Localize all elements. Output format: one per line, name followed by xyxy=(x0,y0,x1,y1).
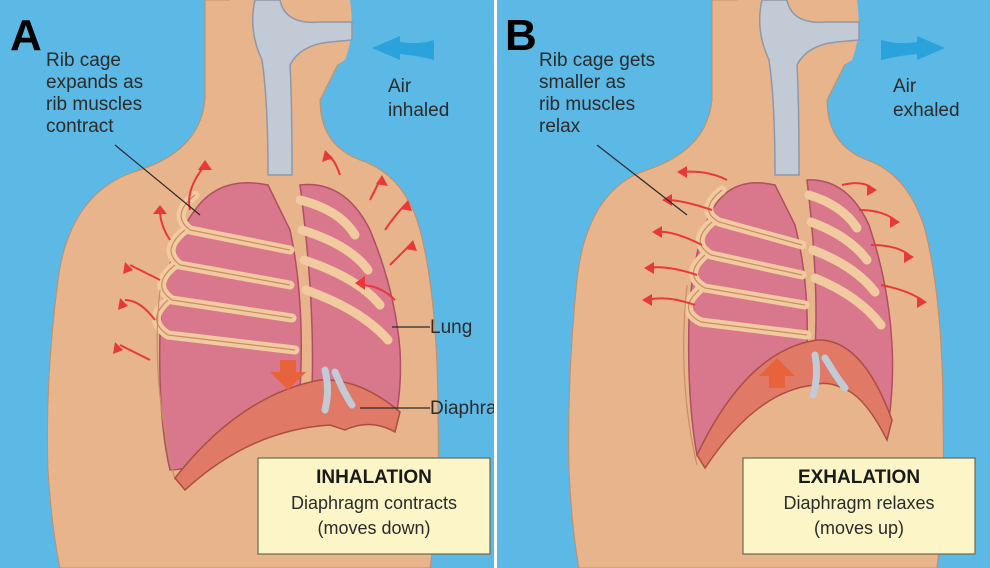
lung-label: Lung xyxy=(430,317,472,338)
air-label: Air xyxy=(893,76,917,97)
callout-line: rib muscles xyxy=(46,94,142,115)
panel-exhalation: B Rib cage gets smaller as rib muscles r… xyxy=(497,0,990,568)
panel-letter: A xyxy=(10,11,42,60)
callout-line: relax xyxy=(539,116,581,137)
air-label: Air xyxy=(388,76,412,97)
diaphragm-label: Diaphragm xyxy=(430,398,494,419)
air-label: exhaled xyxy=(893,100,960,121)
callout-line: Rib cage xyxy=(46,50,121,71)
box-line: (moves down) xyxy=(317,518,430,538)
box-title: INHALATION xyxy=(316,467,432,488)
panel-a-illustration: A Rib cage expands as rib muscles contra… xyxy=(0,0,494,568)
callout-line: Rib cage gets xyxy=(539,50,655,71)
exhalation-info-box: EXHALATION Diaphragm relaxes (moves up) xyxy=(743,458,975,554)
panel-b-illustration: B Rib cage gets smaller as rib muscles r… xyxy=(497,0,990,568)
panel-letter: B xyxy=(505,11,537,60)
panel-inhalation: A Rib cage expands as rib muscles contra… xyxy=(0,0,494,568)
callout-line: contract xyxy=(46,116,114,137)
callout-line: rib muscles xyxy=(539,94,635,115)
inhalation-info-box: INHALATION Diaphragm contracts (moves do… xyxy=(258,458,490,554)
callout-line: smaller as xyxy=(539,72,626,93)
air-label: inhaled xyxy=(388,100,449,121)
box-title: EXHALATION xyxy=(798,467,920,488)
box-line: (moves up) xyxy=(814,518,904,538)
box-line: Diaphragm relaxes xyxy=(783,493,934,513)
box-line: Diaphragm contracts xyxy=(291,493,457,513)
callout-line: expands as xyxy=(46,72,143,93)
